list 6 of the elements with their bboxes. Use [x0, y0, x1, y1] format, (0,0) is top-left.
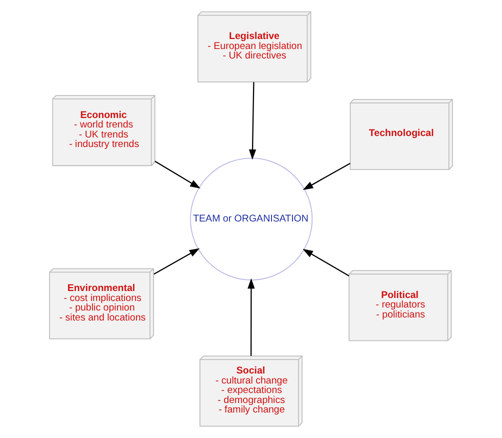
arrow — [248, 82, 256, 160]
arrow — [248, 278, 255, 356]
arrow — [302, 162, 350, 190]
arrow — [154, 160, 200, 189]
arrow — [302, 248, 350, 276]
arrow — [154, 248, 200, 275]
